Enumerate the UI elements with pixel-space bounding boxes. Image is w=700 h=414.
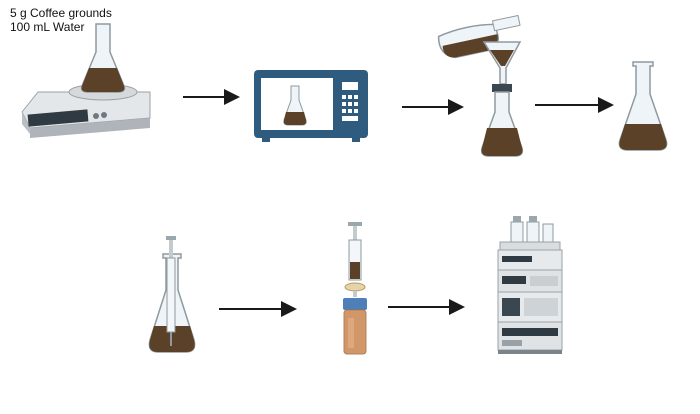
coffee-amount-label: 5 g Coffee grounds [10,6,112,20]
sample-label: 5 g Coffee grounds 100 mL Water [10,6,112,34]
water-volume-label: 100 mL Water [10,20,85,34]
balance-with-flask-icon [21,23,151,138]
microwave-icon [254,70,368,142]
erlenmeyer-flask-icon [618,61,668,151]
syringe-filter-vial-icon [343,222,367,355]
funnel-filtration-icon [437,14,524,157]
hplc-instrument-icon [497,216,563,354]
syringe-in-flask-icon [148,236,196,353]
